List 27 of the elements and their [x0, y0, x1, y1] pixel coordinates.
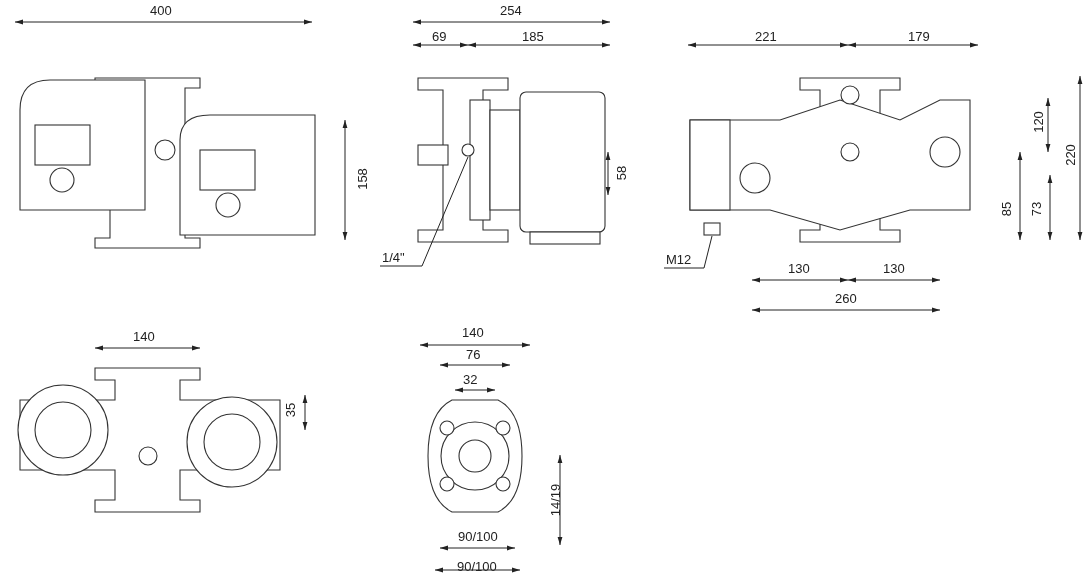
dimension-label: 73 [1030, 201, 1045, 217]
dimension-label: 260 [835, 292, 857, 306]
dimension-label: 85 [1000, 201, 1015, 217]
dimension-label: 179 [908, 30, 930, 44]
dimension-label: 221 [755, 30, 777, 44]
dimension-label: 32 [463, 373, 478, 387]
dimension-label: 158 [355, 168, 370, 190]
dimension-label: 76 [466, 348, 481, 362]
dimension-label: 14/19 [549, 483, 564, 517]
thread-size-label: 1/4" [382, 250, 416, 266]
dimension-label: 90/100 [457, 560, 497, 574]
dimension-label: 185 [522, 30, 544, 44]
leader-line [663, 235, 713, 269]
dimension-label: 140 [462, 326, 484, 340]
dimension-label: 69 [432, 30, 447, 44]
dimension-label: 254 [500, 4, 522, 18]
dimension-label: 220 [1063, 144, 1078, 166]
dimension-label: 140 [133, 330, 155, 344]
dimension-label: 90/100 [458, 530, 498, 544]
thread-size-label: M12 [666, 252, 698, 268]
dimension-label: 120 [1031, 111, 1046, 133]
dimension-label: 58 [615, 165, 630, 181]
dimension-label: 400 [150, 4, 172, 18]
dimension-label: 130 [883, 262, 905, 276]
dimension-label: 35 [284, 402, 299, 418]
dimension-label: 130 [788, 262, 810, 276]
leader-line [379, 156, 469, 267]
